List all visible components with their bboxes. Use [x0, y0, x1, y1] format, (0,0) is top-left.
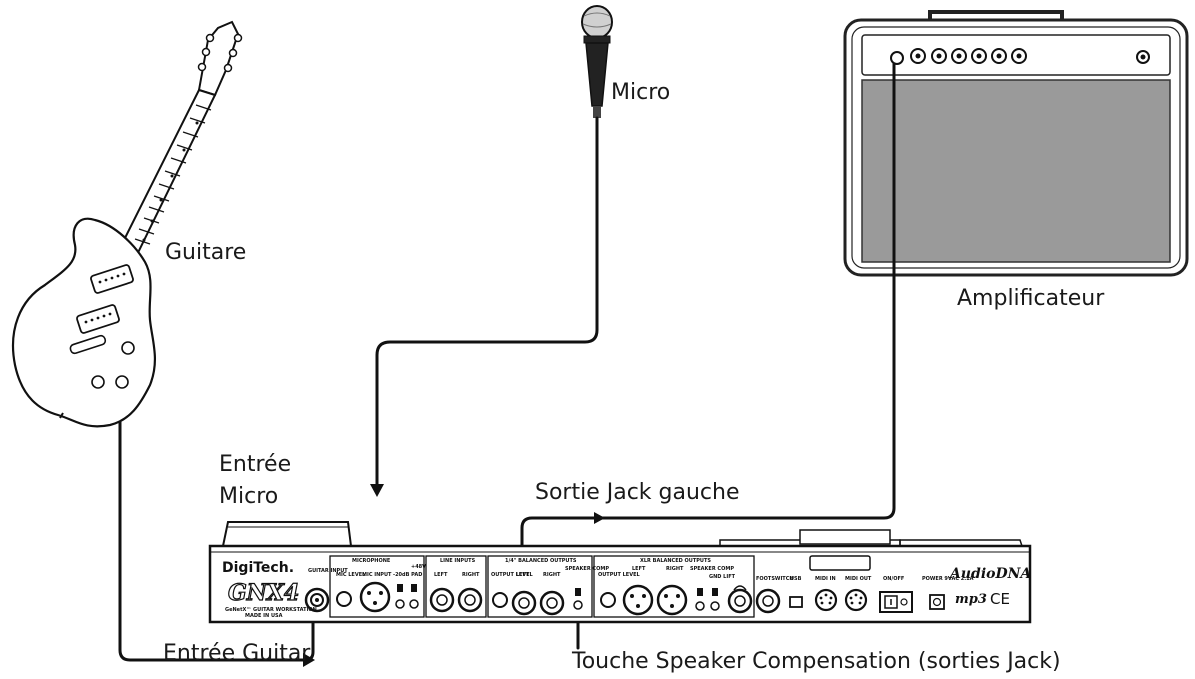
- label-guitare: Guitare: [165, 240, 247, 265]
- label-guitar-input: GUITAR INPUT: [308, 568, 348, 574]
- label-midi-out: MIDI OUT: [845, 576, 872, 582]
- label-amplificateur: Amplificateur: [957, 286, 1105, 311]
- guitar-cable: [118, 420, 315, 662]
- guitar-bridge: [69, 334, 107, 355]
- gnx4-subtitle-text: GeNetX™ GUITAR WORKSTATION: [225, 607, 317, 613]
- gnx4-slot: [809, 555, 871, 571]
- label-quarter-outputs: 1/4" BALANCED OUTPUTS: [505, 558, 577, 564]
- label-power: POWER 9VAC 2.1A: [922, 576, 974, 582]
- label-xlr-left: LEFT: [632, 566, 646, 572]
- amplifier-handle: [928, 10, 1064, 22]
- ce-mark: CE: [990, 590, 1010, 608]
- label-on-off: ON/OFF: [883, 576, 904, 582]
- label-touche-speaker-compensation: Touche Speaker Compensation (sorties Jac…: [572, 649, 1061, 674]
- label-mic-level: MIC LEVEL: [336, 572, 366, 578]
- label-xlr-outputs: XLR BALANCED OUTPUTS: [640, 558, 711, 564]
- midi-in-port: [814, 588, 838, 612]
- label-speaker-comp: SPEAKER COMP: [565, 566, 609, 572]
- label-out-left: LEFT: [516, 572, 530, 578]
- label-usb: USB: [790, 576, 802, 582]
- headphones-icon: [733, 585, 747, 591]
- label-xlr-output-level: OUTPUT LEVEL: [598, 572, 640, 578]
- label-output-level: OUTPUT LEVEL: [491, 572, 533, 578]
- amplifier-cable: [520, 62, 896, 605]
- mic-xlr-input: [359, 581, 391, 613]
- microphone-cable: [375, 116, 599, 488]
- label-phantom: +48V: [411, 564, 426, 570]
- microphone-section: [329, 555, 425, 618]
- mp3-logo: mp3: [955, 592, 987, 607]
- label-microphone: MICROPHONE: [352, 558, 391, 564]
- label-line-left: LEFT: [434, 572, 448, 578]
- label-entree-micro-line2: Micro: [219, 484, 279, 509]
- label-midi-in: MIDI IN: [815, 576, 836, 582]
- label-gnd-lift: GND LIFT: [709, 574, 736, 580]
- guitar: [11, 20, 243, 428]
- usb-port: [789, 596, 803, 608]
- label-footswitch: FOOTSWITCH: [756, 576, 794, 582]
- gnx4-model-text: GNX4: [228, 580, 299, 606]
- xlr-output-right: [656, 584, 688, 616]
- microphone: [581, 5, 613, 118]
- line-inputs-section: [425, 555, 487, 618]
- label-mic-input: MIC INPUT: [362, 572, 392, 578]
- amplifier: [843, 10, 1189, 277]
- microphone-body: [585, 42, 609, 107]
- quarter-outputs-section: [487, 555, 593, 618]
- guitar-knobs: [91, 341, 135, 389]
- xlr-output-left: [622, 584, 654, 616]
- gnx4-brand-text: DigiTech.: [222, 560, 294, 576]
- label-sortie-jack-gauche: Sortie Jack gauche: [535, 480, 740, 505]
- label-pad: -20dB PAD: [393, 572, 422, 578]
- guitar-neck: [113, 88, 217, 267]
- mic-level-knob: [336, 591, 352, 607]
- label-xlr-speaker-comp: SPEAKER COMP: [690, 566, 734, 572]
- speaker-comp-switch: [573, 600, 583, 610]
- label-entree-guitar: Entrée Guitar: [163, 641, 311, 666]
- gnx4-unit: DigiTech. GNX4 GeNetX™ GUITAR WORKSTATIO…: [208, 521, 1031, 624]
- gnx4-made-in-text: MADE IN USA: [245, 613, 283, 619]
- amplifier-grille: [861, 79, 1171, 263]
- gnx4-pedal: [222, 521, 352, 547]
- label-xlr-right: RIGHT: [666, 566, 684, 572]
- guitar-headstock: [197, 20, 240, 97]
- label-line-right: RIGHT: [462, 572, 480, 578]
- label-out-right: RIGHT: [543, 572, 561, 578]
- label-entree-micro-line1: Entrée: [219, 452, 292, 477]
- midi-out-port: [844, 588, 868, 612]
- label-micro: Micro: [611, 80, 671, 105]
- microphone-head: [581, 5, 613, 39]
- output-level-knob: [492, 592, 508, 608]
- label-line-inputs: LINE INPUTS: [440, 558, 476, 564]
- xlr-outputs-section: [593, 555, 755, 618]
- audiodna-logo: AudioDNA: [948, 566, 1031, 582]
- cables: [118, 62, 896, 662]
